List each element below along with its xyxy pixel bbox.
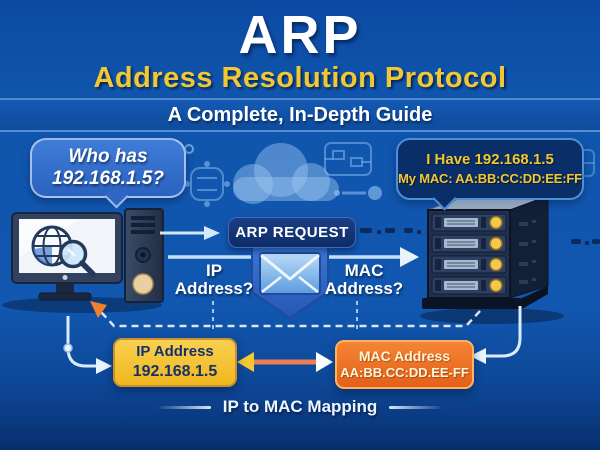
mapping-double-arrow — [237, 352, 333, 372]
arp-reply-bubble: I Have 192.168.1.5 My MAC: AA:BB:CC:DD:E… — [396, 138, 584, 200]
mac-question-line1: MAC — [344, 261, 384, 280]
desktop-computer-icon — [2, 208, 164, 313]
page-title: ARP — [238, 5, 362, 65]
question-droplines — [212, 301, 358, 332]
computer-shadow — [2, 297, 162, 313]
server-units — [431, 213, 507, 295]
footer-caption: IP to MAC Mapping — [222, 397, 378, 416]
mac-address-box: MAC Address AA:BB.CC:DD.EE-FF — [335, 340, 474, 389]
ip-question-line2: Address? — [174, 278, 254, 298]
request-arrow — [160, 226, 220, 240]
server-shadow — [420, 308, 564, 324]
reply-bubble-line2: My MAC: AA:BB:CC:DD:EE:FF — [398, 171, 582, 187]
tagline-band: A Complete, In-Depth Guide — [0, 98, 600, 132]
ip-box-title: IP Address — [136, 343, 214, 361]
arp-request-bubble: Who has 192.168.1.5? — [30, 138, 186, 198]
footer-caption-row: IP to MAC Mapping — [0, 397, 600, 417]
mac-box-value: AA:BB.CC:DD.EE-FF — [340, 365, 469, 381]
server-to-mac-connector — [470, 306, 522, 364]
page-subtitle: Address Resolution Protocol — [93, 62, 507, 94]
pc-tower — [124, 208, 164, 303]
request-bubble-line2: 192.168.1.5? — [52, 168, 164, 189]
arp-request-label: ARP REQUEST — [228, 217, 356, 248]
mac-question-label: MAC Address? — [316, 262, 412, 298]
cloud-icon — [233, 143, 339, 204]
monitor-screen — [19, 219, 115, 273]
ip-box-value: 192.168.1.5 — [132, 362, 218, 380]
page-tagline: A Complete, In-Depth Guide — [167, 103, 433, 126]
caption-right-rule — [389, 405, 442, 409]
request-bubble-line1: Who has — [68, 146, 148, 168]
node-line-icon — [334, 186, 382, 200]
ip-address-box: IP Address 192.168.1.5 — [113, 338, 237, 387]
reply-dashed-arrow — [90, 301, 481, 328]
ip-question-label: IP Address? — [168, 262, 260, 298]
globe-search-icon — [31, 225, 96, 277]
ip-question-line1: IP — [205, 261, 223, 280]
caption-left-rule — [158, 405, 211, 409]
tower-button — [132, 273, 154, 295]
data-dashes-icon — [360, 228, 600, 245]
reply-bubble-line1: I Have 192.168.1.5 — [426, 151, 554, 169]
mac-question-line2: Address? — [324, 278, 404, 298]
monitor — [11, 212, 123, 301]
network-node-icon — [184, 161, 230, 207]
circuit-chip-icon — [324, 142, 372, 176]
pc-to-ip-connector — [63, 316, 112, 374]
mac-box-title: MAC Address — [358, 347, 451, 364]
server-rack-icon — [420, 195, 564, 324]
server-side-lights — [519, 220, 536, 284]
